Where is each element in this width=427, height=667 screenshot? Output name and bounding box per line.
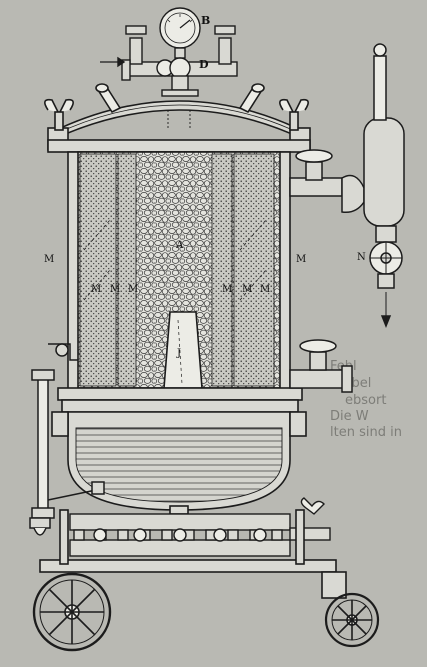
label-mesh-inner-1: M: [91, 284, 101, 295]
label-drain: N: [357, 252, 366, 263]
left-sight-glass: [29, 343, 105, 536]
right-wheel: [324, 592, 380, 648]
bleed-line-4: Die W: [330, 409, 369, 424]
boiler: [51, 387, 307, 515]
vessel-body: [67, 110, 291, 391]
right-valves: [289, 43, 405, 393]
label-mesh-inner-6: M: [260, 284, 270, 295]
top-fittings: [100, 7, 238, 97]
left-wheel: [32, 572, 112, 652]
label-mesh-inner-4: M: [222, 284, 232, 295]
label-mesh-right: M: [296, 254, 306, 265]
cart: [32, 509, 380, 652]
label-insert: J: [176, 348, 181, 359]
bleed-line-5: lten sind in: [330, 425, 402, 440]
label-mesh-inner-2: M: [110, 284, 120, 295]
label-mesh-left: M: [44, 254, 54, 265]
bleed-line-3: ebsort: [345, 393, 386, 408]
label-mesh-inner-3: M: [128, 284, 138, 295]
label-chamber: A: [175, 240, 184, 251]
burner: [69, 497, 331, 557]
label-gauge: B: [201, 14, 210, 27]
label-valve: D: [199, 58, 209, 71]
label-mesh-inner-5: M: [242, 284, 252, 295]
